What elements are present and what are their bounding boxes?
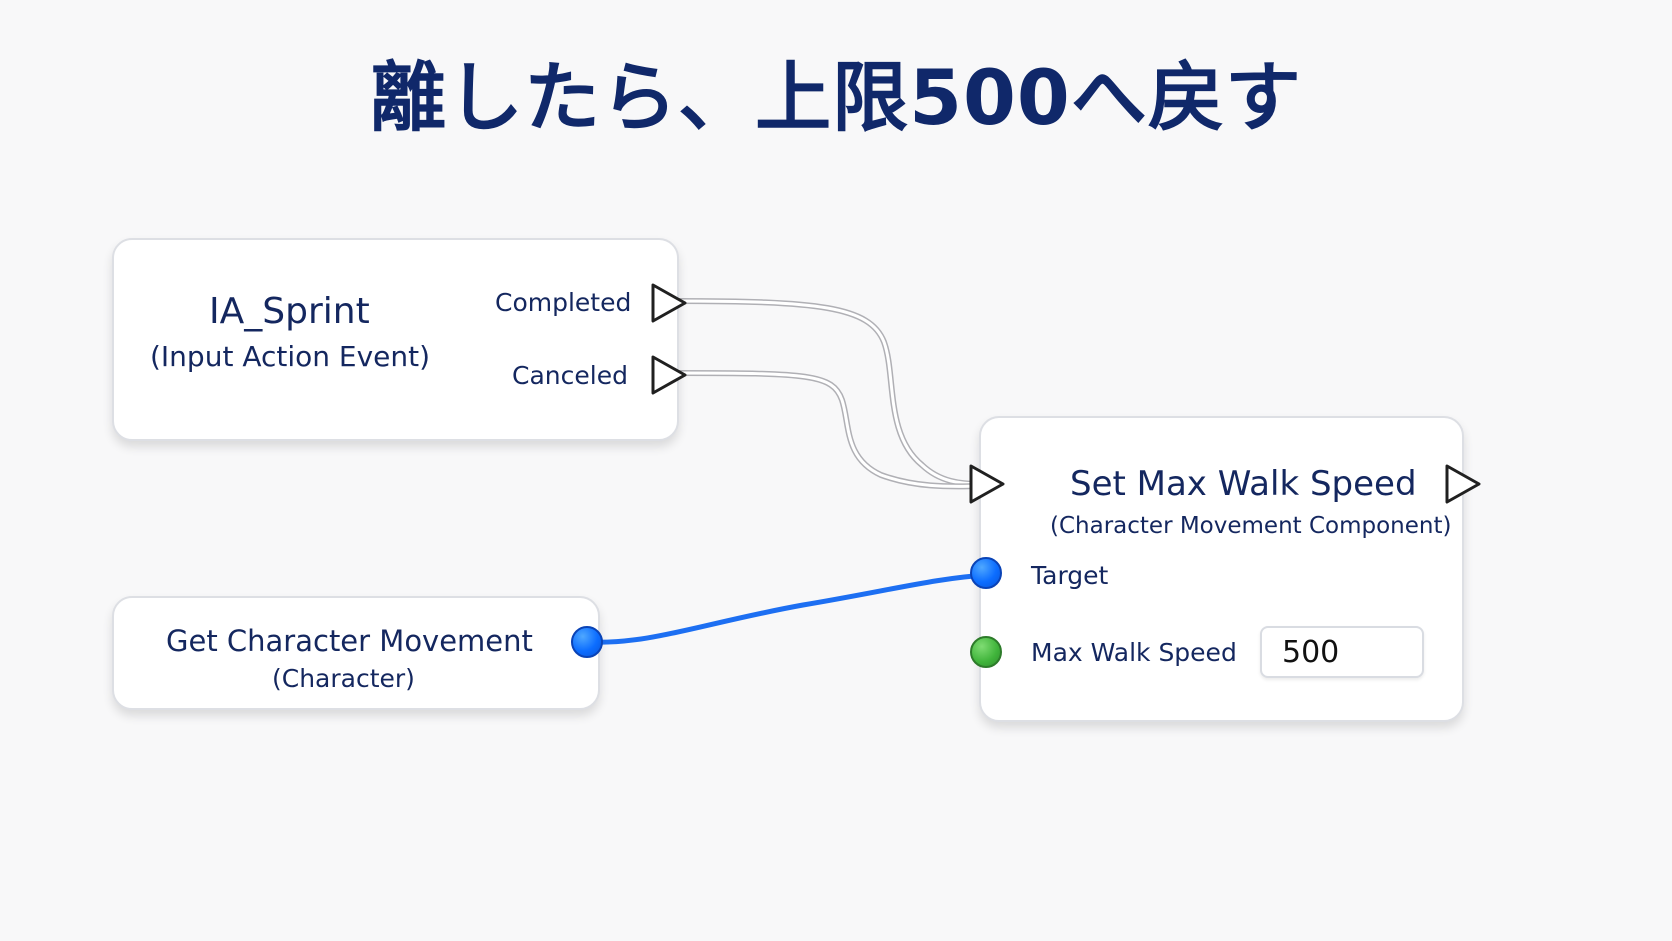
- set-max-walk-speed-node[interactable]: Set Max Walk Speed (Character Movement C…: [979, 416, 1464, 722]
- ia-sprint-node[interactable]: IA_Sprint (Input Action Event) Completed…: [112, 238, 679, 441]
- completed-output-label: Completed: [495, 288, 632, 317]
- max-walk-speed-input-label: Max Walk Speed: [1031, 638, 1237, 667]
- get-character-movement-subtitle: (Character): [272, 664, 415, 693]
- execution-wire-canceled[interactable]: [671, 370, 983, 490]
- execution-output-icon[interactable]: [650, 354, 688, 396]
- float-pin-icon[interactable]: [970, 636, 1002, 668]
- execution-wire-completed[interactable]: [671, 298, 983, 487]
- execution-output-icon[interactable]: [650, 282, 688, 324]
- max-walk-speed-value[interactable]: 500: [1282, 635, 1340, 670]
- set-max-walk-speed-subtitle: (Character Movement Component): [1050, 513, 1452, 539]
- get-character-movement-title: Get Character Movement: [166, 624, 533, 658]
- execution-output-icon[interactable]: [1444, 463, 1482, 505]
- ia-sprint-subtitle: (Input Action Event): [150, 340, 431, 373]
- execution-input-icon[interactable]: [968, 463, 1006, 505]
- object-wire-target[interactable]: [584, 572, 990, 645]
- ia-sprint-title: IA_Sprint: [209, 291, 370, 332]
- set-max-walk-speed-title: Set Max Walk Speed: [1070, 464, 1417, 504]
- page-title: 離したら、上限500へ戻す: [370, 53, 1302, 142]
- canceled-output-label: Canceled: [512, 361, 628, 390]
- object-pin-icon[interactable]: [571, 626, 603, 658]
- get-character-movement-node[interactable]: Get Character Movement (Character): [112, 596, 600, 710]
- max-walk-speed-value-field[interactable]: 500: [1260, 626, 1424, 678]
- target-input-label: Target: [1031, 561, 1109, 590]
- object-pin-icon[interactable]: [970, 557, 1002, 589]
